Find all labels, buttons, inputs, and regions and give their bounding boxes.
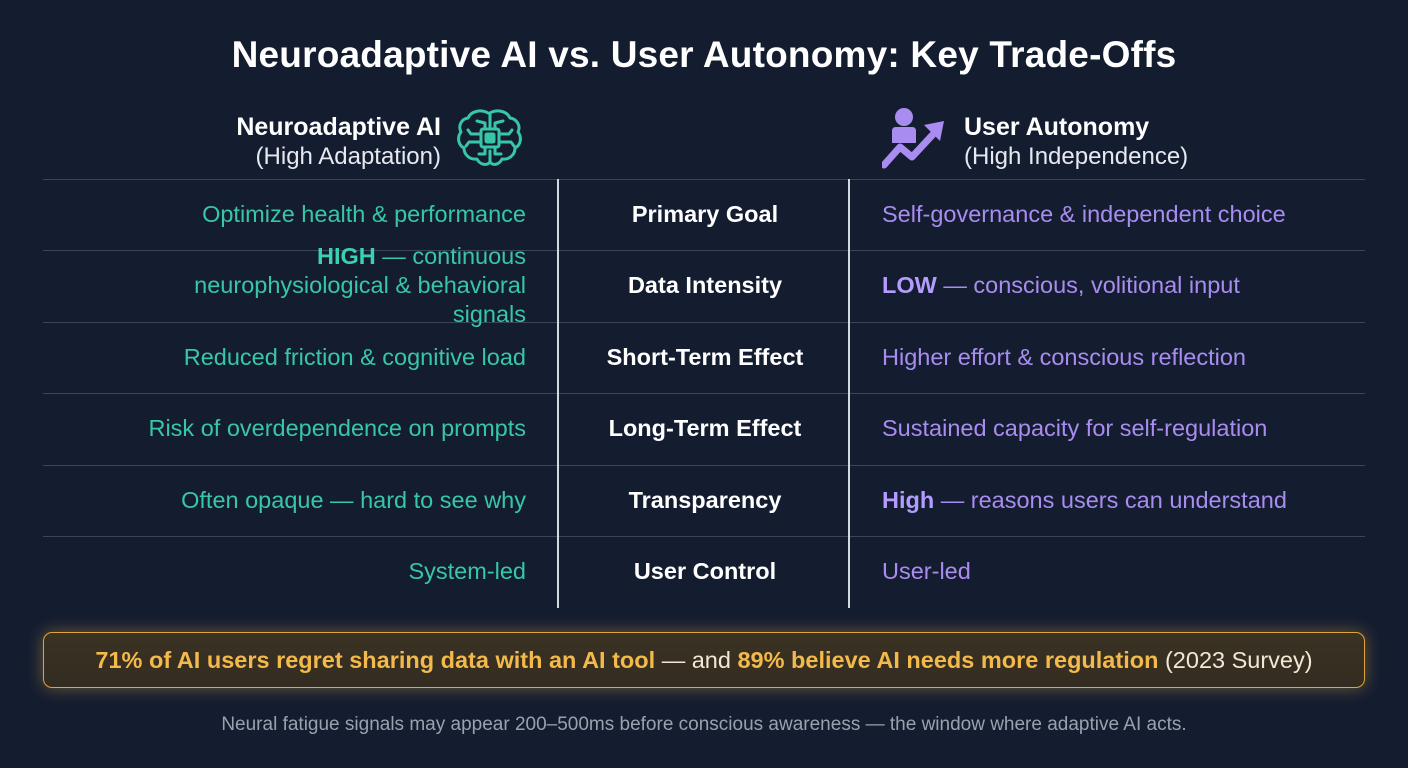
left-cell: Risk of overdependence on prompts: [148, 415, 526, 441]
table-divider: [43, 179, 1365, 180]
left-header-title: Neuroadaptive AI: [236, 112, 441, 141]
left-cell: HIGH — continuous neurophysiological & b…: [126, 242, 526, 329]
table-row: Often opaque — hard to see why Transpare…: [43, 465, 1365, 536]
table-row: Reduced friction & cognitive load Short-…: [43, 322, 1365, 393]
criterion-label: Short-Term Effect: [606, 344, 804, 370]
left-cell: System-led: [408, 558, 526, 584]
footnote: Neural fatigue signals may appear 200–50…: [221, 714, 1187, 735]
right-column-header: User Autonomy (High Independence): [880, 107, 1189, 176]
table-divider: [43, 536, 1365, 537]
right-cell: Higher effort & conscious reflection: [882, 344, 1246, 370]
person-growth-arrow-icon: [880, 107, 948, 176]
left-cell-text: — continuous neurophysiological & behavi…: [194, 243, 526, 327]
left-cell-emphasis: HIGH: [317, 243, 376, 269]
page-title: Neuroadaptive AI vs. User Autonomy: Key …: [231, 34, 1177, 75]
table-divider: [43, 393, 1365, 394]
table-row: Optimize health & performance Primary Go…: [43, 179, 1365, 250]
column-divider-right: [848, 179, 850, 608]
right-cell-emphasis: High: [882, 487, 935, 513]
right-cell-text: — reasons users can understand: [934, 487, 1287, 513]
comparison-table: Optimize health & performance Primary Go…: [43, 179, 1365, 608]
table-row: Risk of overdependence on prompts Long-T…: [43, 393, 1365, 464]
right-cell: LOW — conscious, volitional input: [882, 271, 1240, 300]
left-header-subtitle: (High Adaptation): [255, 142, 441, 170]
callout-connector: — and: [655, 646, 738, 673]
criterion-label: Transparency: [628, 487, 782, 513]
table-row: System-led User Control User-led: [43, 536, 1365, 607]
callout-stat-regulation: 89% believe AI needs more regulation: [737, 646, 1159, 673]
table-row: HIGH — continuous neurophysiological & b…: [43, 243, 1365, 327]
table-divider: [43, 322, 1365, 323]
left-column-header: Neuroadaptive AI (High Adaptation): [236, 107, 525, 176]
brain-circuit-icon: [455, 107, 525, 176]
callout-stat-regret: 71% of AI users regret sharing data with…: [95, 646, 656, 673]
left-cell: Optimize health & performance: [202, 201, 526, 227]
survey-callout: 71% of AI users regret sharing data with…: [43, 632, 1365, 688]
criterion-label: User Control: [633, 558, 777, 584]
right-cell: User-led: [882, 558, 971, 584]
right-header-title: User Autonomy: [964, 112, 1150, 141]
criterion-label: Long-Term Effect: [608, 415, 802, 441]
right-cell-text: — conscious, volitional input: [936, 272, 1240, 298]
table-divider: [43, 250, 1365, 251]
left-cell: Often opaque — hard to see why: [181, 487, 526, 513]
column-divider-left: [557, 179, 559, 608]
criterion-label: Data Intensity: [627, 272, 783, 298]
criterion-label: Primary Goal: [631, 201, 779, 227]
table-divider: [43, 465, 1365, 466]
right-cell: Self-governance & independent choice: [882, 201, 1286, 227]
right-header-subtitle: (High Independence): [964, 142, 1189, 170]
callout-source: (2023 Survey): [1158, 646, 1313, 673]
left-cell: Reduced friction & cognitive load: [183, 344, 526, 370]
right-cell: Sustained capacity for self-regulation: [882, 415, 1268, 441]
right-cell: High — reasons users can understand: [882, 486, 1287, 515]
right-cell-emphasis: LOW: [882, 272, 937, 298]
